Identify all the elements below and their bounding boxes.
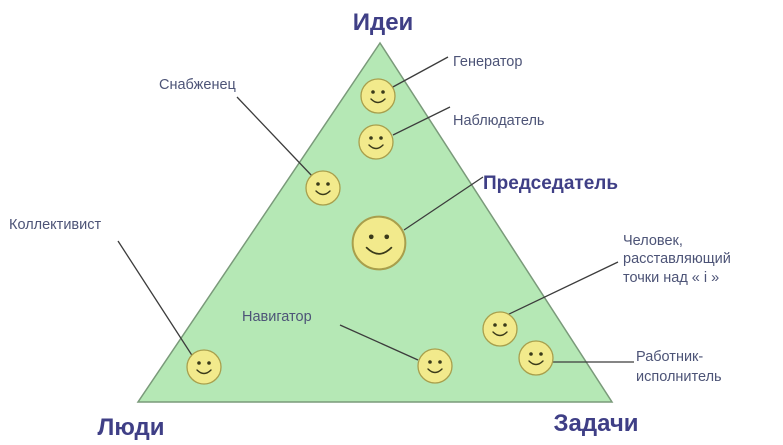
face-worker-icon bbox=[518, 340, 554, 376]
role-label-worker-line-2: исполнитель bbox=[636, 369, 722, 385]
role-label-dotter-line-1: Человек, bbox=[623, 233, 683, 249]
face-generator-icon bbox=[360, 78, 396, 114]
role-label-collectivist: Коллективист bbox=[9, 217, 101, 233]
face-chairman-icon bbox=[351, 215, 407, 271]
role-label-chairman: Председатель bbox=[483, 173, 618, 194]
leader-navigator bbox=[339, 324, 419, 361]
role-label-dotter-line-2: расставляющий bbox=[623, 251, 731, 267]
role-label-dotter-line-3: точки над « i » bbox=[623, 270, 719, 286]
face-navigator-icon bbox=[417, 348, 453, 384]
corner-label-ideas: Идеи bbox=[353, 9, 414, 36]
corner-label-people: Люди bbox=[97, 414, 164, 440]
face-collectivist-icon bbox=[186, 349, 222, 385]
role-label-observer: Наблюдатель bbox=[453, 113, 545, 129]
leader-generator bbox=[390, 56, 449, 89]
role-label-navigator: Навигатор bbox=[242, 309, 312, 325]
face-dotter-icon bbox=[482, 311, 518, 347]
leader-supplier bbox=[236, 96, 314, 178]
leader-dotter bbox=[504, 261, 619, 317]
role-label-worker-line-1: Работник- bbox=[636, 349, 703, 365]
face-supplier-icon bbox=[305, 170, 341, 206]
role-label-supplier: Снабженец bbox=[159, 77, 236, 93]
role-label-generator: Генератор bbox=[453, 54, 522, 70]
corner-label-tasks: Задачи bbox=[553, 410, 638, 437]
leader-collectivist bbox=[117, 240, 196, 361]
leader-observer bbox=[392, 106, 451, 136]
face-observer-icon bbox=[358, 124, 394, 160]
leader-chairman bbox=[403, 176, 484, 231]
